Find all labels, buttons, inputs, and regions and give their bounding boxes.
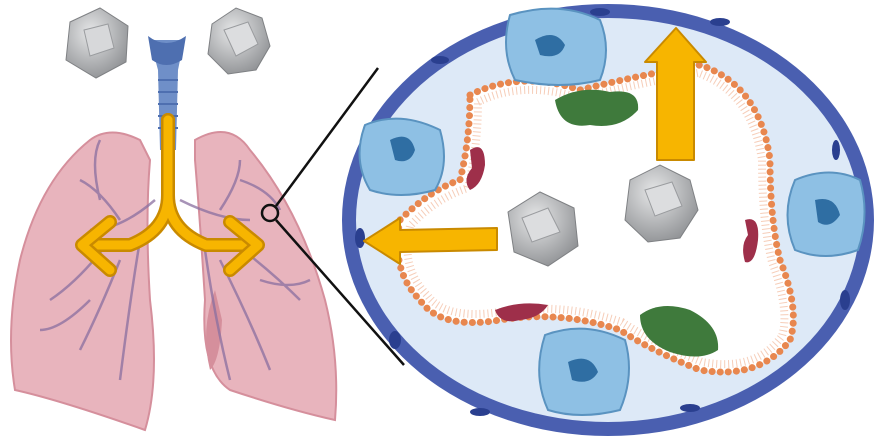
debris — [555, 89, 719, 357]
macrophage-icon — [358, 117, 445, 196]
particle-icon — [207, 7, 271, 75]
arrow-icon — [75, 113, 265, 277]
red-blood-cell — [466, 147, 759, 322]
trachea — [148, 36, 186, 150]
zoom-callout — [260, 67, 405, 366]
particle-icon — [624, 164, 699, 243]
particle-icon — [65, 7, 129, 79]
arrow-icon — [363, 217, 498, 265]
bronchial-tree — [39, 139, 311, 381]
arrow-icon — [644, 27, 707, 161]
right-lung — [194, 131, 338, 422]
macrophage-icon — [786, 171, 866, 257]
particle-icon — [507, 191, 579, 267]
left-lung — [10, 131, 155, 432]
macrophage-icon — [538, 327, 630, 416]
macrophage-icon — [505, 7, 607, 86]
